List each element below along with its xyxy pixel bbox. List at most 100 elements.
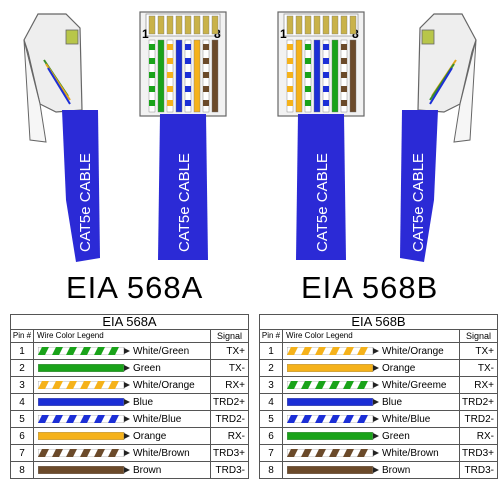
pin-header: Pin # [10, 329, 34, 343]
wire-color-label: Brown [133, 464, 162, 476]
wire-color-label: White/Brown [133, 447, 190, 459]
wire-swatch [38, 449, 130, 457]
gold-contact [349, 15, 357, 35]
signal-value: TRD3+ [459, 444, 498, 462]
pin-number: 4 [259, 393, 283, 411]
contact-wire-stripe [167, 72, 173, 78]
pin-number: 1 [259, 342, 283, 360]
contact-wire [157, 39, 165, 113]
contact-wire-stripe [341, 100, 347, 106]
plug-side-view-568b: CAT5e CABLE [400, 13, 477, 262]
signal-value: TRD3- [459, 461, 498, 479]
table-title: EIA 568B [259, 314, 498, 330]
wire-swatch [287, 415, 379, 423]
cable-label: CAT5e CABLE [410, 153, 427, 252]
contact-wire-stripe [185, 86, 191, 92]
gold-contact [211, 15, 219, 35]
pin-number: 1 [10, 342, 34, 360]
wire-swatch [38, 347, 130, 355]
pin-number: 2 [10, 359, 34, 377]
contact-wire-stripe [305, 100, 311, 106]
contact-wire-stripe [287, 100, 293, 106]
contact-wire-stripe [287, 86, 293, 92]
contact-wire-stripe [167, 86, 173, 92]
wire-color-label: Green [133, 362, 161, 374]
pin-number: 3 [10, 376, 34, 394]
pin-one-label: 1 [280, 27, 287, 41]
contact-wire-stripe [149, 100, 155, 106]
contact-wire-stripe [305, 86, 311, 92]
gold-contact [313, 15, 321, 35]
signal-header: Signal [459, 329, 498, 343]
contact-wire [193, 39, 201, 113]
wire-table-568b: EIA 568B Pin # Wire Color Legend Signal … [259, 314, 498, 479]
contact-wire-stripe [149, 58, 155, 64]
gold-contact [184, 15, 192, 35]
pin-one-label: 1 [142, 27, 149, 41]
contact-wire-stripe [323, 44, 329, 50]
gold-contact [286, 15, 294, 35]
contact-wire [211, 39, 219, 113]
wire-color-label: Green [382, 430, 410, 442]
wire-color-label: Orange [382, 362, 416, 374]
contact-wire-stripe [323, 100, 329, 106]
table-row: 8 Brown TRD3- [259, 461, 498, 479]
wire-color-label: White/Greeme [382, 379, 447, 391]
standard-title-568a: EIA 568A [66, 270, 204, 305]
contact-wire-stripe [167, 44, 173, 50]
gold-contact [148, 15, 156, 35]
plug-side-view-568a: CAT5e CABLE [23, 13, 100, 262]
cable-label: CAT5e CABLE [176, 153, 193, 252]
wire-swatch [287, 432, 379, 440]
contact-wire-stripe [149, 86, 155, 92]
wire-color-label: Blue [382, 396, 403, 408]
gold-contact [202, 15, 210, 35]
wire-color-label: White/Orange [133, 379, 195, 391]
pin-number: 8 [259, 461, 283, 479]
contact-wire-stripe [185, 72, 191, 78]
wire-color-label: Brown [382, 464, 411, 476]
contact-wire-stripe [341, 72, 347, 78]
pin-header: Pin # [259, 329, 283, 343]
signal-value: TX- [210, 359, 249, 377]
contact-wire-stripe [185, 58, 191, 64]
contact-wire-stripe [287, 44, 293, 50]
gold-contact [175, 15, 183, 35]
gold-contact [340, 15, 348, 35]
wire-color-label: White/Blue [382, 413, 431, 425]
gold-contact [322, 15, 330, 35]
contact-wire [331, 39, 339, 113]
contact-wire-stripe [149, 44, 155, 50]
signal-value: TRD2- [459, 410, 498, 428]
wire-swatch [287, 381, 379, 389]
contact-wire-stripe [305, 72, 311, 78]
gold-contact [193, 15, 201, 35]
signal-value: TRD2+ [210, 393, 249, 411]
signal-value: TRD3- [210, 461, 249, 479]
contact-wire-stripe [341, 58, 347, 64]
wire-swatch [287, 449, 379, 457]
signal-header: Signal [210, 329, 249, 343]
wire-color-label: White/Orange [382, 345, 444, 357]
wire-color-label: White/Blue [133, 413, 182, 425]
contact-wire-stripe [203, 72, 209, 78]
standard-title-568b: EIA 568B [301, 270, 439, 305]
table-row: 2 Green TX- [10, 359, 249, 377]
contact-wire-stripe [323, 58, 329, 64]
contact-wire [295, 39, 303, 113]
gold-contact [304, 15, 312, 35]
wire-color-label: White/Brown [382, 447, 439, 459]
pin-number: 6 [259, 427, 283, 445]
contact-wire-stripe [203, 44, 209, 50]
wire-swatch [287, 466, 379, 474]
contact-wire-stripe [167, 58, 173, 64]
legend-header: Wire Color Legend [33, 329, 211, 343]
